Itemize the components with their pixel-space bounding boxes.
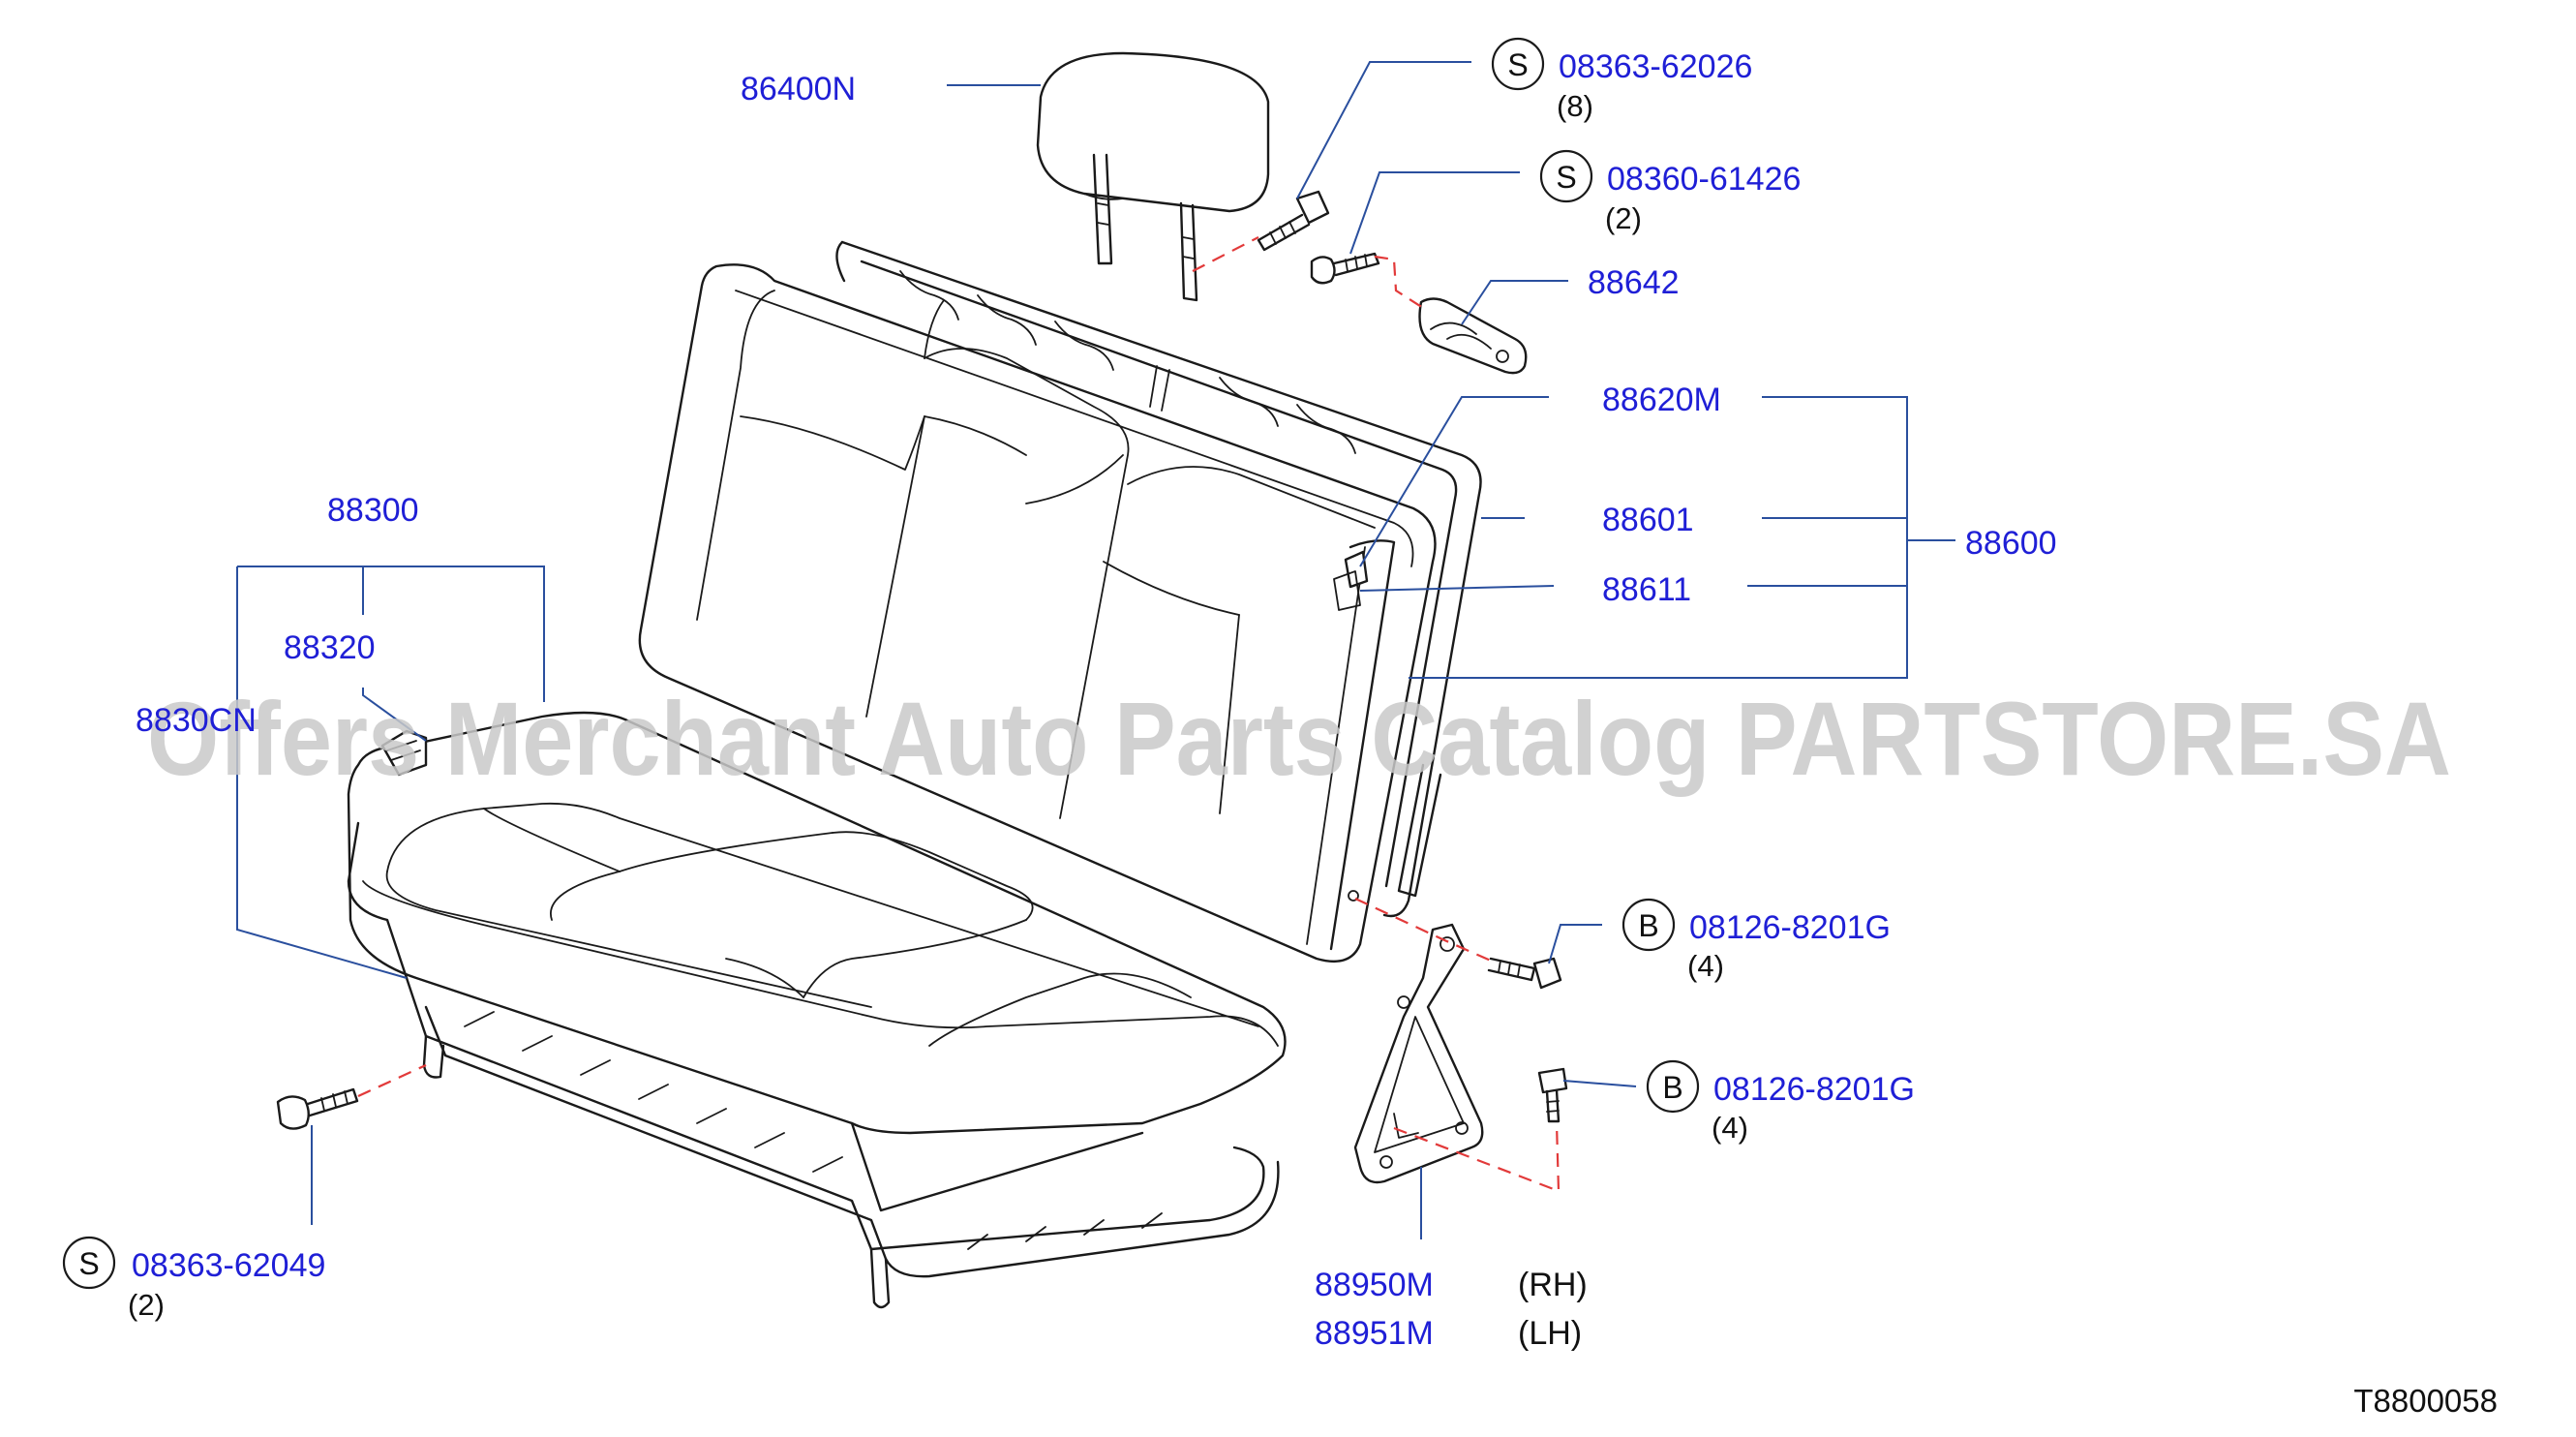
seat-bracket-drawing <box>1353 923 1484 1184</box>
part-number-back-pad[interactable]: 88601 <box>1602 502 1694 538</box>
bolt-mid-prefix: B <box>1638 908 1658 943</box>
part-number-bracket-lh[interactable]: 88951M <box>1315 1315 1434 1352</box>
part-number-back-frame[interactable]: 88611 <box>1602 571 1691 608</box>
qty-bolt-top: (2) <box>1605 201 1642 235</box>
bolt-mid-badge <box>1621 898 1676 952</box>
headrest-drawing <box>1036 51 1270 302</box>
screw-top-badge <box>1491 37 1545 91</box>
bolt-low-badge <box>1646 1059 1700 1114</box>
screw-bottom-prefix: S <box>78 1246 99 1281</box>
part-number-screw-top[interactable]: 08363-62026 <box>1559 48 1752 85</box>
side-lh: (LH) <box>1518 1315 1582 1352</box>
seat-cushion-drawing <box>347 711 1287 1212</box>
top-fasteners-drawing <box>1257 190 1380 285</box>
watermark: Offers Merchant Auto Parts Catalog PARTS… <box>147 680 2451 797</box>
callouts: 86400N S 08363-62026 (8) S 08360-61426 (… <box>62 37 2498 1419</box>
bracket-bolts-drawing <box>1487 957 1568 1123</box>
screw-top-prefix: S <box>1507 47 1528 82</box>
side-rh: (RH) <box>1518 1267 1588 1303</box>
screw-bottom-badge <box>62 1236 116 1290</box>
seat-back-frame-drawing <box>835 240 1482 918</box>
part-number-screw-bottom[interactable]: 08363-62049 <box>132 1247 325 1284</box>
qty-bolt-mid: (4) <box>1687 949 1724 983</box>
striker-drawing <box>1418 297 1528 375</box>
part-number-bolt-low[interactable]: 08126-8201G <box>1713 1071 1915 1108</box>
bolt-top-badge <box>1539 149 1593 203</box>
part-number-cushion-pad[interactable]: 8830CN <box>136 702 257 739</box>
part-number-cushion-cover[interactable]: 88320 <box>284 629 376 666</box>
part-number-cushion-assy[interactable]: 88300 <box>327 492 419 529</box>
qty-screw-bottom: (2) <box>128 1288 165 1322</box>
part-number-back-cover[interactable]: 88620M <box>1602 382 1721 418</box>
bottom-screw-drawing <box>276 1087 359 1130</box>
qty-bolt-low: (4) <box>1712 1111 1748 1145</box>
part-number-seat-back-assy[interactable]: 88600 <box>1965 525 2057 562</box>
part-number-striker[interactable]: 88642 <box>1588 264 1680 301</box>
part-number-bolt-top[interactable]: 08360-61426 <box>1607 161 1801 198</box>
bolt-low-prefix: B <box>1662 1070 1682 1105</box>
part-number-headrest[interactable]: 86400N <box>741 71 856 107</box>
cushion-frame-drawing <box>405 976 1280 1309</box>
bolt-top-prefix: S <box>1556 160 1576 195</box>
part-number-bolt-mid[interactable]: 08126-8201G <box>1689 909 1891 946</box>
seat-line-art <box>276 51 1568 1309</box>
part-number-bracket-rh[interactable]: 88950M <box>1315 1267 1434 1303</box>
qty-screw-top: (8) <box>1557 89 1593 123</box>
leader-lines <box>236 61 1955 1239</box>
installation-guides <box>357 236 1561 1193</box>
diagram-code: T8800058 <box>2353 1383 2498 1419</box>
